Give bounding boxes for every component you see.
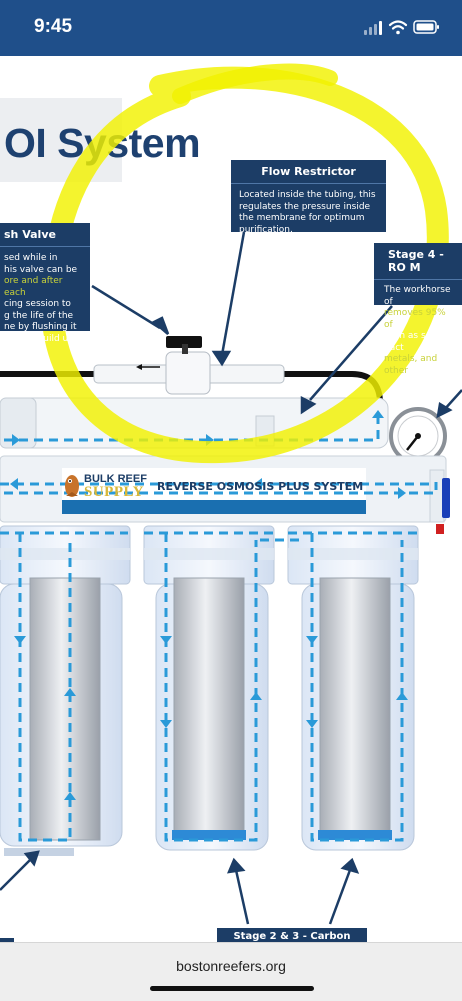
bulk-reef-supply-logo: BULK REEF SUPPLY: [62, 472, 148, 502]
flow-restrictor-callout: Flow Restrictor Located inside the tubin…: [231, 160, 386, 235]
canister-housings: [0, 525, 419, 856]
flush-valve-line: sed while in: [4, 253, 58, 263]
diagram-image[interactable]: OI System: [0, 56, 462, 942]
browser-url-bar[interactable]: bostonreefers.org: [0, 942, 462, 1001]
stage1-callout: [0, 938, 14, 942]
flush-valve-line: g the life of the: [4, 310, 74, 321]
stage4-callout: Stage 4 - RO M The workhorse of removes …: [374, 243, 462, 376]
status-bar: 9:45: [0, 0, 462, 56]
flush-valve-line: ne by flushing it: [4, 322, 77, 332]
stage4-line: removes 95% of: [384, 308, 446, 330]
stage4-line: The workhorse of: [384, 285, 451, 307]
system-name-label: REVERSE OSMOSIS PLUS SYSTEM: [157, 480, 364, 493]
cellular-signal-icon: [364, 21, 382, 35]
logo-text-bottom: SUPPLY: [84, 484, 144, 500]
flush-valve-body: sed while in his valve can be ore and af…: [0, 247, 90, 351]
stage4-line: metals, and other: [384, 354, 438, 376]
url-text[interactable]: bostonreefers.org: [176, 958, 286, 974]
wifi-icon: [388, 20, 408, 35]
callout-pointers: [0, 231, 462, 925]
flow-restrictor-heading: Flow Restrictor: [231, 160, 386, 184]
stage4-line: such as salts, bact: [384, 331, 445, 353]
logo-text-top: BULK REEF: [84, 473, 147, 485]
flow-restrictor-body: Located inside the tubing, this regulate…: [239, 190, 376, 235]
flush-valve: [93, 336, 285, 395]
status-time: 9:45: [34, 16, 73, 37]
status-icons: [364, 20, 439, 35]
stage23-callout: Stage 2 & 3 - Carbon Block: [217, 928, 367, 942]
home-indicator[interactable]: [150, 986, 314, 991]
flow-arrows: [10, 410, 408, 800]
stage4-body: The workhorse of removes 95% of such as …: [374, 280, 462, 382]
flush-valve-line: ris and build up.: [4, 333, 77, 344]
flush-valve-line: cing session to: [4, 299, 71, 309]
stage4-heading: Stage 4 - RO M: [374, 243, 462, 280]
fish-mascot-icon: [65, 475, 79, 497]
flush-valve-heading: sh Valve: [0, 223, 90, 247]
flush-valve-callout: sh Valve sed while in his valve can be o…: [0, 223, 90, 344]
flush-valve-line: ore and after each: [4, 276, 63, 298]
flush-valve-line: his valve can be: [4, 264, 78, 275]
battery-icon: [413, 20, 439, 34]
